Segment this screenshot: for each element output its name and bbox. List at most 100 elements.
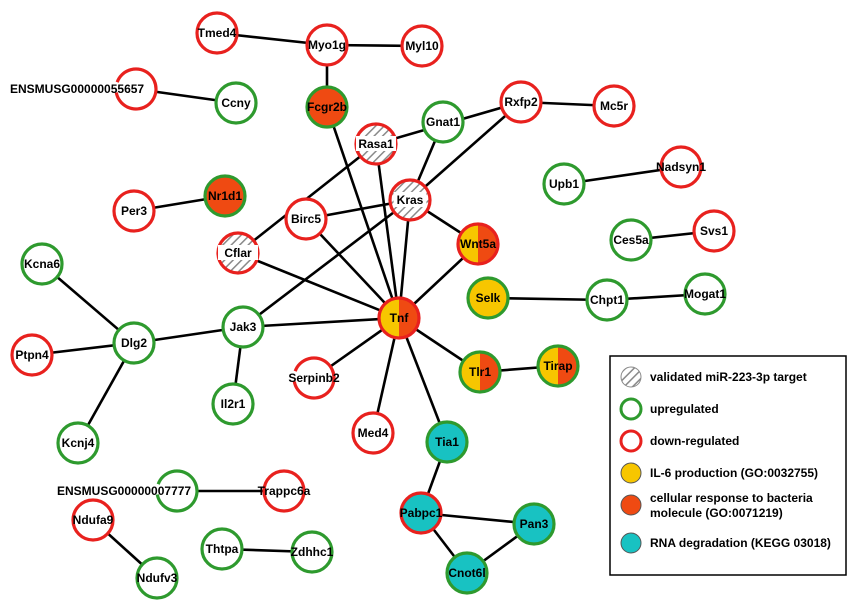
legend-box — [609, 355, 847, 576]
node-myl10: Myl10 — [400, 24, 444, 68]
legend-symbol-rna — [620, 532, 642, 554]
node-fill — [205, 176, 245, 216]
node-ring — [542, 162, 586, 206]
node-label: Nr1d1 — [208, 189, 242, 203]
node-fill — [307, 87, 347, 127]
node-ring — [445, 551, 489, 595]
node-label: Serpinb2 — [288, 371, 340, 385]
legend-label-line2: molecule (GO:0071219) — [650, 506, 783, 520]
node-ring — [351, 411, 395, 455]
bacteria-half-fill — [399, 298, 419, 338]
node-fill — [685, 274, 725, 314]
node-label: Myo1g — [308, 38, 346, 52]
node-ptpn4: Ptpn4 — [10, 333, 54, 377]
node-ring — [536, 344, 580, 388]
node-ring — [692, 209, 736, 253]
legend-symbol-up — [619, 397, 643, 421]
node-ring — [284, 197, 328, 241]
node-chpt1: Chpt1 — [585, 278, 629, 322]
node-fill — [114, 191, 154, 231]
node-label: Mc5r — [600, 99, 628, 113]
node-label: Ndufa9 — [73, 513, 114, 527]
node-fill — [157, 471, 197, 511]
node-rxfp2: Rxfp2 — [499, 80, 543, 124]
node-cflar: Cflar — [216, 231, 260, 275]
node-il2r1: Il2r1 — [211, 382, 255, 426]
node-ring — [399, 491, 443, 535]
node-tia1: Tia1 — [425, 420, 469, 464]
node-ring — [20, 242, 64, 286]
edge-tnf-tia1 — [397, 317, 449, 443]
legend-item-down: down-regulated — [619, 429, 739, 453]
node-label: Thtpa — [206, 542, 239, 556]
node-fill — [423, 102, 463, 142]
node-label: Tlr1 — [469, 365, 491, 379]
edge-rasa1-tnf — [374, 143, 401, 319]
node-ring — [458, 350, 502, 394]
node-ring — [305, 23, 349, 67]
node-label: Selk — [476, 291, 501, 305]
node-birc5: Birc5 — [284, 197, 328, 241]
node-ring — [203, 174, 247, 218]
node-jak3: Jak3 — [221, 305, 265, 349]
node-label: Ndufv3 — [137, 571, 178, 585]
legend-symbol-il6 — [620, 462, 642, 484]
node-upb1: Upb1 — [542, 162, 586, 206]
node-ring — [10, 333, 54, 377]
node-ring — [56, 421, 100, 465]
node-cnot6l: Cnot6l — [445, 551, 489, 595]
node-kcna6: Kcna6 — [20, 242, 64, 286]
node-fill — [116, 69, 156, 109]
node-fill — [501, 82, 541, 122]
node-label: Gnat1 — [426, 115, 460, 129]
node-tnf: Tnf — [377, 296, 421, 340]
node-per3: Per3 — [112, 189, 156, 233]
node-fill — [22, 244, 62, 284]
bacteria-half-fill — [558, 346, 578, 386]
node-ring — [155, 469, 199, 513]
node-ces5a: Ces5a — [609, 218, 653, 262]
il6-half-fill — [379, 298, 399, 338]
node-label: Tmed4 — [198, 26, 237, 40]
node-label: Kcna6 — [24, 257, 60, 271]
node-ccny: Ccny — [214, 81, 258, 125]
node-fill — [216, 83, 256, 123]
edge-rxfp2-kras — [409, 101, 522, 201]
node-label: Mogat1 — [684, 287, 726, 301]
edge-jak3-tnf — [242, 316, 400, 329]
node-gnat1: Gnat1 — [421, 100, 465, 144]
node-tmed4: Tmed4 — [195, 11, 239, 55]
node-label: Tirap — [543, 359, 572, 373]
node-label: Nadsyn1 — [656, 160, 706, 174]
legend-symbol-bacteria — [620, 494, 642, 516]
node-label: Zdhhc1 — [291, 545, 334, 559]
node-fill — [694, 211, 734, 251]
node-ring — [112, 189, 156, 233]
legend: validated miR-223-3p targetupregulateddo… — [609, 355, 847, 576]
node-label: Kcnj4 — [62, 436, 95, 450]
node-ring — [659, 145, 703, 189]
node-ring — [305, 85, 349, 129]
il6-half-fill — [538, 346, 558, 386]
node-fill — [197, 13, 237, 53]
node-label: Birc5 — [291, 212, 321, 226]
node-label: Fcgr2b — [307, 100, 347, 114]
edge-cflar-tnf — [237, 251, 400, 320]
node-label: Svs1 — [700, 224, 728, 238]
node-label: Rasa1 — [358, 137, 394, 151]
node-ring — [377, 296, 421, 340]
node-ring — [262, 469, 306, 513]
legend-item-up: upregulated — [619, 397, 719, 421]
node-ndufa9: Ndufa9 — [71, 498, 115, 542]
node-zdhhc1: Zdhhc1 — [290, 530, 334, 574]
il6-half-fill — [458, 224, 478, 264]
node-mc5r: Mc5r — [592, 84, 636, 128]
node-svs1: Svs1 — [692, 209, 736, 253]
node-label: Chpt1 — [590, 293, 624, 307]
legend-label: down-regulated — [650, 434, 739, 448]
node-fill — [544, 164, 584, 204]
node-fill — [137, 558, 177, 598]
